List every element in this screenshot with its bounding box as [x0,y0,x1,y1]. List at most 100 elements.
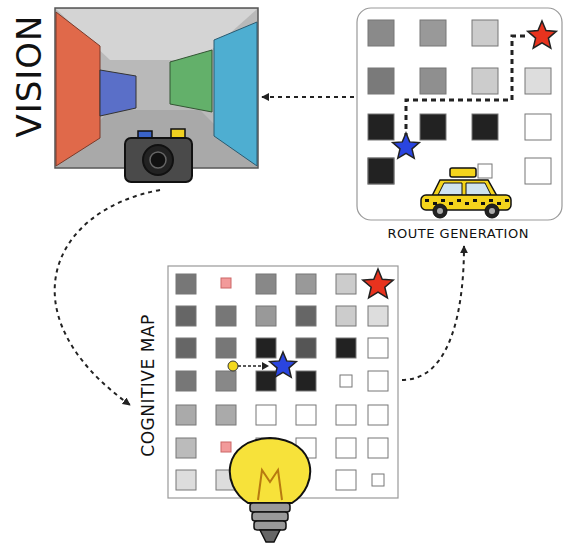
grid-cell [176,405,196,425]
grid-cell [420,114,446,140]
grid-cell [368,338,388,358]
checker-square [505,199,509,202]
vision-panel: VISION [4,4,262,186]
grid-cell [176,338,196,358]
dashed-arrow [402,246,464,380]
grid-cell [368,158,394,184]
grid-cell [336,274,356,294]
camera-lens-inner [150,152,166,168]
grid-cell [368,438,388,458]
bulb-base [254,521,286,530]
taxi-windows [438,183,491,195]
grid-cell [221,278,231,288]
agent-heading [238,365,262,367]
grid-cell [176,470,196,490]
camera-body [125,138,192,182]
panel-label: COGNITIVE MAP [140,314,157,456]
camera-lens [143,145,173,175]
grid-cell [176,306,196,326]
bulb-glass [230,438,310,503]
grid-cell [525,158,551,184]
green-wall [170,50,212,112]
checker-square [457,199,461,202]
taxi-hub [437,208,443,214]
grid-cell [368,306,388,326]
grid-cell [221,442,231,452]
checker-square [473,199,477,202]
taxi-wheel [485,204,499,218]
route-stars [393,21,557,158]
grid-cell [296,371,316,391]
grid-cell [368,158,394,184]
taxi-sign [450,168,476,177]
grid-cell [368,114,394,140]
panel-label: ROUTE GENERATION [388,227,529,240]
checker-square [449,202,453,205]
grid-cell [478,164,492,178]
grid-cell [296,306,316,326]
cognitive-map-panel: COGNITIVE MAP [130,262,402,548]
grid-cell [216,338,236,358]
taxi-cabin [432,180,497,196]
grid-cell [216,371,236,391]
checker-square [465,202,469,205]
grid-cell [472,114,498,140]
bulb-tip [260,530,280,542]
checker-square [497,202,501,205]
grid-cell [296,405,316,425]
grid-cell [256,338,276,358]
red-wall [56,12,100,166]
grid-cell [368,405,388,425]
camera-flash [171,129,185,138]
grid-cell [296,274,316,294]
route-frame [357,8,562,220]
taxi-wheel [433,204,447,218]
checker-square [441,199,445,202]
star-marker [270,352,297,377]
lightbulb-icon [230,438,310,542]
grid-cell [472,68,498,94]
taxi-icon [421,168,511,218]
grid-cell [256,405,276,425]
agent-dot [228,361,238,371]
agent-heading-tip [262,362,269,370]
grid-cell [256,371,276,391]
grid-cell [176,371,196,391]
grid-cell [368,371,388,391]
grid-cell [368,68,394,94]
bulb-base [252,512,288,521]
map-stars [270,269,394,377]
bulb-base [250,503,290,512]
grid-cell [336,338,356,358]
grid-cell [256,306,276,326]
bulb-filament [258,470,282,500]
grid-cell [256,274,276,294]
grid-cell [372,474,384,486]
grid-cell [336,405,356,425]
route-grid [368,20,551,184]
grid-cell [472,20,498,46]
checker-square [481,202,485,205]
grid-cell [420,68,446,94]
grid-cell [176,438,196,458]
cyan-wall [214,22,257,166]
grid-cell [296,338,316,358]
panel-label: VISION [11,14,45,137]
taxi-hub [489,208,495,214]
dashed-arrow [262,96,354,98]
grid-cell [216,306,236,326]
grid-cell [336,470,356,490]
grid-cell [525,68,551,94]
star-marker [528,21,557,48]
route-generation-panel: ROUTE GENERATION [354,4,562,244]
checker-square [425,199,429,202]
star-marker [363,269,393,298]
grid-cell [525,114,551,140]
grid-cell [216,405,236,425]
grid-cell [420,20,446,46]
grid-cell [336,306,356,326]
grid-cell [340,375,352,387]
star-marker [393,133,420,158]
route-path [406,36,528,147]
